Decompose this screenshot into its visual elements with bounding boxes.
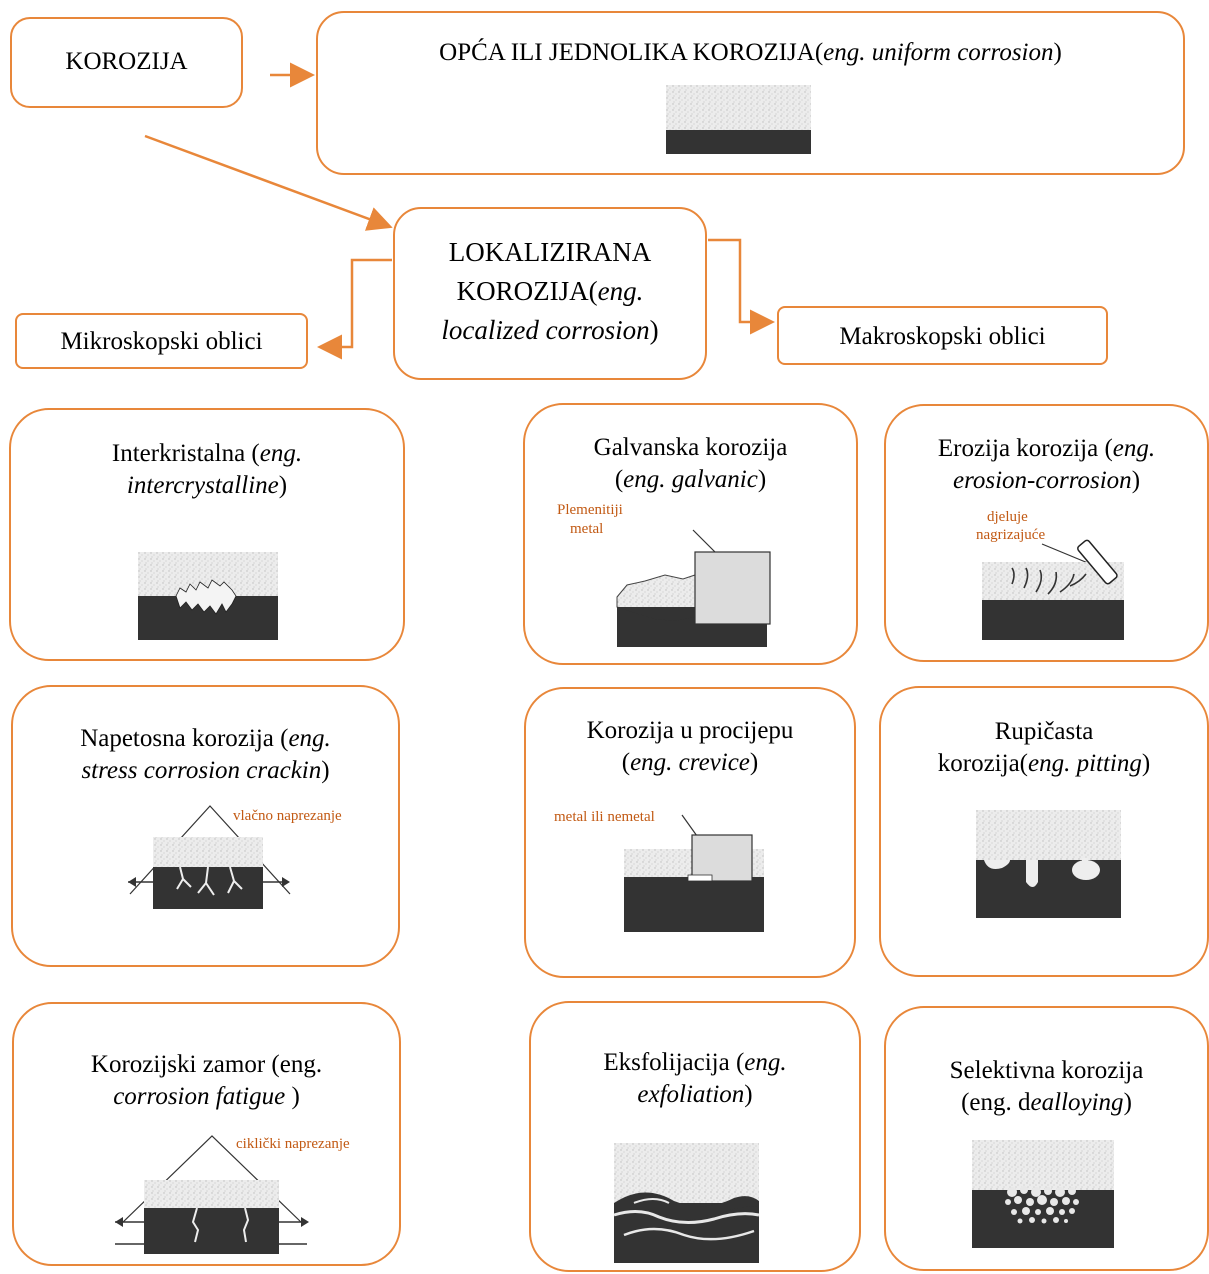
pitting-title: Rupičasta korozija(eng. pitting) <box>937 718 1151 777</box>
galvanic-title: Galvanska korozija (eng. galvanic) <box>593 434 788 493</box>
intercrystalline-sample-icon <box>138 552 278 640</box>
panel-stress: Napetosna korozija (eng. stress corrosio… <box>11 685 400 967</box>
exfoliation-title: Eksfolijacija (eng. exfoliation) <box>603 1049 787 1108</box>
crevice-sample-icon <box>624 814 764 932</box>
erosion-sample-icon <box>982 539 1124 640</box>
panel-dealloying: Selektivna korozija (eng. dealloying) <box>884 1006 1209 1271</box>
localized-corrosion-node: LOKALIZIRANA KOROZIJA(eng. localized cor… <box>393 207 707 380</box>
panel-crevice: Korozija u procijepu (eng. crevice) meta… <box>524 687 856 978</box>
panel-exfoliation: Eksfolijacija (eng. exfoliation) <box>529 1001 861 1272</box>
uniform-corrosion-node: OPĆA ILI JEDNOLIKA KOROZIJA(eng. uniform… <box>316 11 1185 175</box>
erosion-note-line1: djeluje <box>987 509 1028 525</box>
fatigue-title: Korozijski zamor (eng. corrosion fatigue… <box>90 1051 323 1110</box>
macro-label: Makroskopski oblici <box>839 323 1046 350</box>
galvanic-note-line2: metal <box>570 521 604 537</box>
erosion-title: Erozija korozija (eng. erosion-corrosion… <box>937 435 1156 494</box>
localized-title: LOKALIZIRANA KOROZIJA(eng. localized cor… <box>441 237 659 345</box>
panel-galvanic: Galvanska korozija (eng. galvanic) Pleme… <box>523 403 858 665</box>
erosion-note-line2: nagrizajuće <box>976 527 1046 543</box>
arrow-localized-to-micro <box>317 258 392 360</box>
fatigue-note: ciklički naprezanje <box>236 1136 350 1152</box>
panel-erosion: Erozija korozija (eng. erosion-corrosion… <box>884 404 1209 662</box>
pitting-sample-icon <box>976 810 1121 918</box>
macroscopic-forms-node: Makroskopski oblici <box>777 306 1108 365</box>
stress-title: Napetosna korozija (eng. stress corrosio… <box>80 725 331 784</box>
dealloying-sample-icon <box>972 1140 1114 1248</box>
root-node: KOROZIJA <box>10 17 243 108</box>
stress-note: vlačno naprezanje <box>233 808 342 824</box>
root-label: KOROZIJA <box>65 48 188 75</box>
arrow-localized-to-macro <box>708 238 775 335</box>
crevice-note: metal ili nemetal <box>554 809 655 825</box>
fatigue-sample-icon <box>115 1135 309 1254</box>
arrow-root-to-localized <box>144 134 393 231</box>
galvanic-note-line1: Plemenitiji <box>557 502 623 518</box>
panel-pitting: Rupičasta korozija(eng. pitting) <box>879 686 1209 977</box>
dealloying-title: Selektivna korozija (eng. dealloying) <box>949 1057 1144 1116</box>
exfoliation-sample-icon <box>613 1143 760 1263</box>
uniform-title: OPĆA ILI JEDNOLIKA KOROZIJA(eng. uniform… <box>439 39 1062 66</box>
micro-label: Mikroskopski oblici <box>60 328 263 355</box>
panel-fatigue: Korozijski zamor (eng. corrosion fatigue… <box>12 1002 401 1266</box>
panel-intercrystalline: Interkristalna (eng. intercrystalline) <box>9 408 405 661</box>
uniform-sample-icon <box>666 85 811 154</box>
stress-sample-icon <box>128 805 291 909</box>
crevice-title: Korozija u procijepu (eng. crevice) <box>586 717 794 776</box>
microscopic-forms-node: Mikroskopski oblici <box>15 313 308 369</box>
intercrystalline-title: Interkristalna (eng. intercrystalline) <box>111 440 303 499</box>
galvanic-sample-icon <box>616 529 771 647</box>
